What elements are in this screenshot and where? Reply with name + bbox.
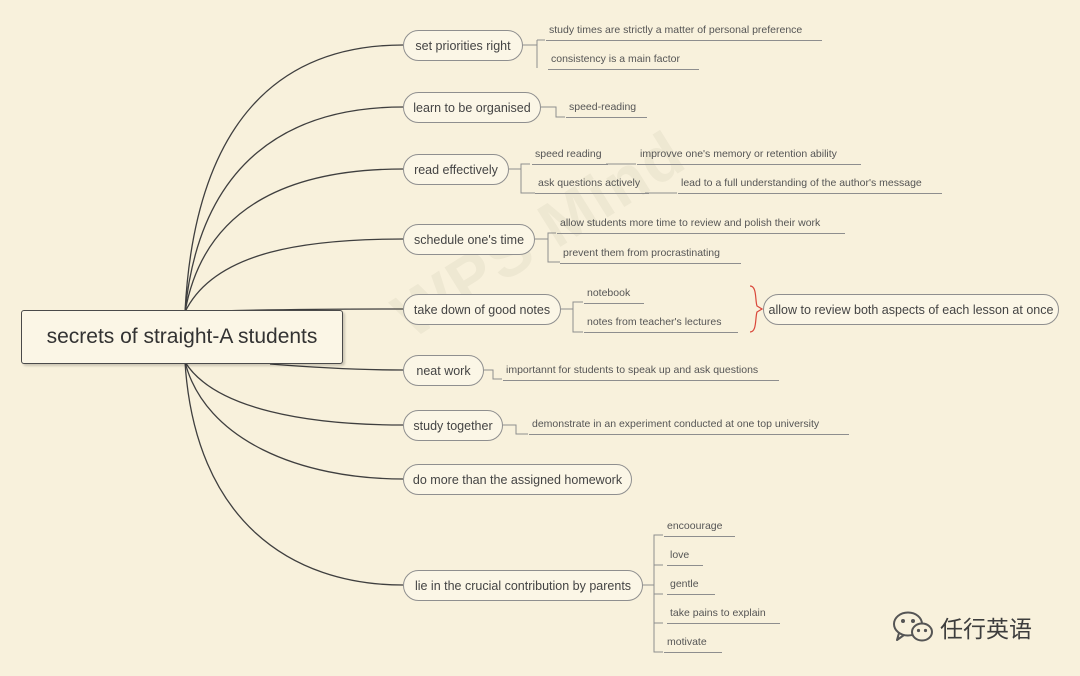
connector <box>184 361 404 426</box>
subtopic[interactable]: gentle <box>667 578 715 595</box>
subtopic[interactable]: lead to a full understanding of the auth… <box>678 177 942 194</box>
connector <box>184 106 404 313</box>
subtopic[interactable]: notebook <box>584 287 644 304</box>
topic-study-together[interactable]: study together <box>403 410 503 441</box>
topic-good-notes[interactable]: take down of good notes <box>403 294 561 325</box>
connector <box>184 168 404 313</box>
connector <box>184 44 404 313</box>
subtopic[interactable]: take pains to explain <box>667 607 780 624</box>
connector <box>184 238 404 313</box>
connector <box>535 232 560 263</box>
subtopic[interactable]: allow students more time to review and p… <box>557 217 845 234</box>
connector <box>184 361 404 586</box>
connector <box>509 163 535 194</box>
brand-name: 任行英语 <box>940 617 1032 643</box>
topic-extra-homework[interactable]: do more than the assigned homework <box>403 464 632 495</box>
subtopic[interactable]: love <box>667 549 703 566</box>
subtopic[interactable]: speed reading <box>532 148 608 165</box>
subtopic[interactable]: improvve one's memory or retention abili… <box>637 148 861 165</box>
topic-schedule-time[interactable]: schedule one's time <box>403 224 535 255</box>
connector <box>503 424 528 435</box>
subtopic[interactable]: speed-reading <box>566 101 647 118</box>
subtopic[interactable]: motivate <box>664 636 722 653</box>
topic-parents-contribution[interactable]: lie in the crucial contribution by paren… <box>403 570 643 601</box>
connector <box>541 106 565 118</box>
wechat-icon <box>893 611 933 642</box>
central-topic[interactable]: secrets of straight-A students <box>21 310 343 364</box>
subtopic[interactable]: ask questions actively <box>535 177 649 194</box>
subtopic[interactable]: notes from teacher's lectures <box>584 316 738 333</box>
subtopic[interactable]: importannt for students to speak up and … <box>503 364 779 381</box>
topic-neat-work[interactable]: neat work <box>403 355 484 386</box>
subtopic[interactable]: consistency is a main factor <box>548 53 699 70</box>
summary-topic[interactable]: allow to review both aspects of each les… <box>763 294 1059 325</box>
summary-bracket <box>749 285 764 333</box>
connector <box>523 39 545 68</box>
subtopic[interactable]: demonstrate in an experiment conducted a… <box>529 418 849 435</box>
brand-badge: 任行英语 <box>892 610 1032 644</box>
topic-set-priorities[interactable]: set priorities right <box>403 30 523 61</box>
topic-read-effectively[interactable]: read effectively <box>403 154 509 185</box>
subtopic[interactable]: encoourage <box>664 520 735 537</box>
subtopic[interactable]: study times are strictly a matter of per… <box>546 24 822 41</box>
connector <box>184 361 404 480</box>
topic-learn-organised[interactable]: learn to be organised <box>403 92 541 123</box>
subtopic[interactable]: prevent them from procrastinating <box>560 247 741 264</box>
connector <box>643 534 663 653</box>
connector <box>269 363 404 371</box>
connector <box>561 301 583 333</box>
connector <box>484 369 502 380</box>
